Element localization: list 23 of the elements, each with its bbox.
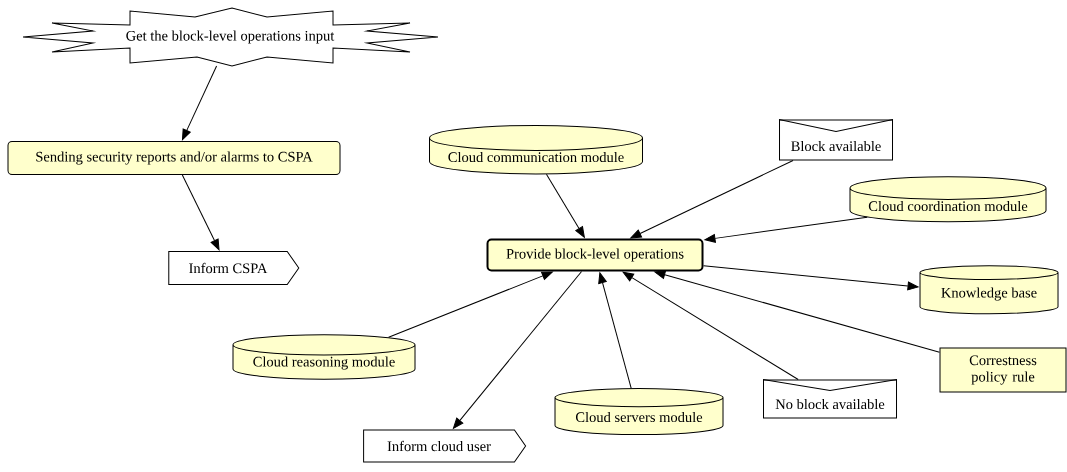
arrow <box>703 265 919 291</box>
arrow <box>388 271 553 338</box>
arrow <box>622 271 799 380</box>
process-box: Provide block-level operations <box>486 238 704 272</box>
arrow <box>181 174 220 251</box>
process-box: Correstness policy rule <box>939 347 1067 393</box>
arrow <box>181 65 218 141</box>
process-box: Sending security reports and/or alarms to CSPA <box>7 141 341 175</box>
database-cylinder: Cloud servers module <box>554 388 724 436</box>
database-cylinder: Cloud coordination module <box>849 176 1047 223</box>
envelope-box: Block available <box>778 119 894 161</box>
output-pentagon: Inform cloud user <box>363 429 527 463</box>
arrow <box>630 160 794 239</box>
output-pentagon: Inform CSPA <box>168 251 300 285</box>
database-cylinder: Cloud communication module <box>429 124 643 175</box>
database-cylinder: Knowledge base <box>919 265 1059 315</box>
database-cylinder: Cloud reasoning module <box>232 334 416 380</box>
arrow <box>704 216 868 243</box>
arrow <box>598 272 632 389</box>
arrow <box>654 270 940 353</box>
arrow <box>452 271 583 429</box>
envelope-box: No block available <box>762 379 898 419</box>
arrow <box>545 173 585 238</box>
